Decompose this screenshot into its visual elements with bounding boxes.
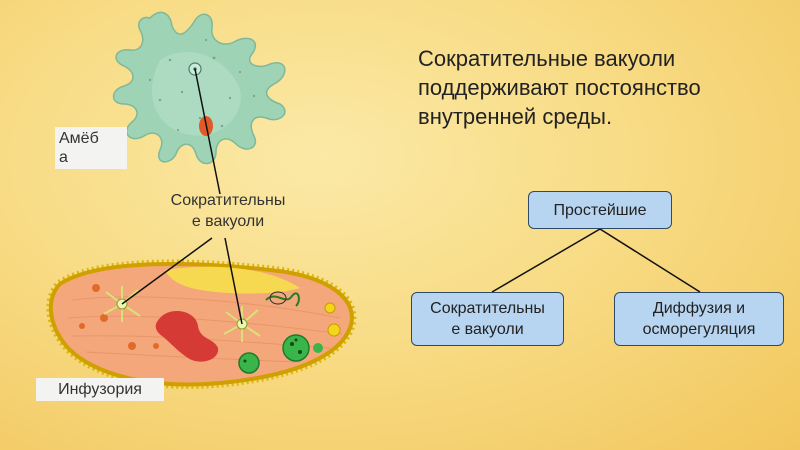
amoeba-label: Амёб а [55,127,127,169]
tree-connectors [491,228,701,293]
diagram-node-diffusion: Диффузия и осморегуляция [614,292,784,346]
vacuoles-caption: Сократительны е вакуоли [170,192,286,230]
infusoria-food-vacuole [238,352,260,374]
infusoria-label: Инфузория [36,378,164,401]
diagram-node-contractile-vacuoles: Сократительны е вакуоли [411,292,564,346]
heading-text: Сократительные вакуоли поддерживают пост… [418,46,701,129]
diagram-node-root-label: Простейшие [553,201,647,219]
diagram-node-right-label: Диффузия и осморегуляция [642,300,756,338]
diagram-node-root: Простейшие [528,191,672,229]
infusoria-macronucleus [155,311,219,362]
infusoria-illustration [46,259,357,389]
diagram-node-left-label: Сократительны е вакуоли [430,300,545,338]
infusoria-food-vacuole [282,334,310,362]
pointer-lines [121,68,243,325]
